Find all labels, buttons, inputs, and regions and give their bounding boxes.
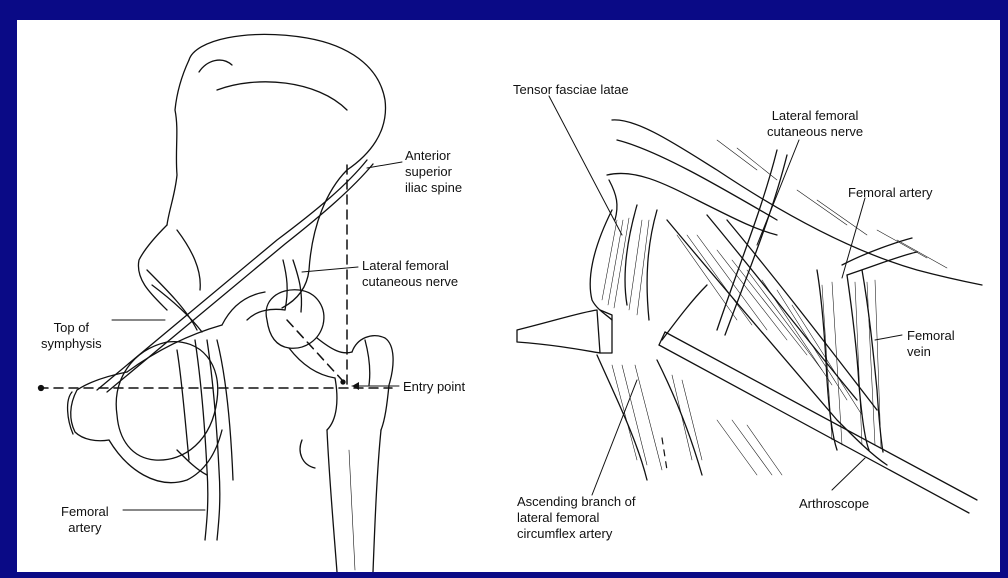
label-femoral-artery-right: Femoral artery [848, 185, 933, 201]
anatomy-illustration [17, 20, 1000, 572]
surgical-view-drawing [517, 120, 982, 513]
figure-panel: Anterior superior iliac spine Lateral fe… [17, 20, 1000, 572]
label-entry-point: Entry point [403, 379, 465, 395]
femur-drawing [266, 290, 393, 572]
pelvis-drawing [68, 34, 386, 482]
label-tensor-fasciae-latae: Tensor fasciae latae [513, 82, 629, 98]
label-femoral-artery-left: Femoral artery [61, 504, 109, 536]
leader-lines-right [549, 96, 902, 495]
label-femoral-vein: Femoral vein [907, 328, 955, 360]
leader-lines-left [112, 162, 402, 510]
label-anterior-superior-iliac-spine: Anterior superior iliac spine [405, 148, 462, 196]
label-lateral-femoral-cutaneous-nerve-left: Lateral femoral cutaneous nerve [362, 258, 458, 290]
label-top-of-symphysis: Top of symphysis [41, 320, 102, 352]
label-arthroscope: Arthroscope [799, 496, 869, 512]
label-lateral-femoral-cutaneous-nerve-right: Lateral femoral cutaneous nerve [767, 108, 863, 140]
vessels-nerves-left [97, 160, 373, 540]
incision-marks [662, 438, 667, 470]
label-ascending-branch: Ascending branch of lateral femoral circ… [517, 494, 636, 542]
